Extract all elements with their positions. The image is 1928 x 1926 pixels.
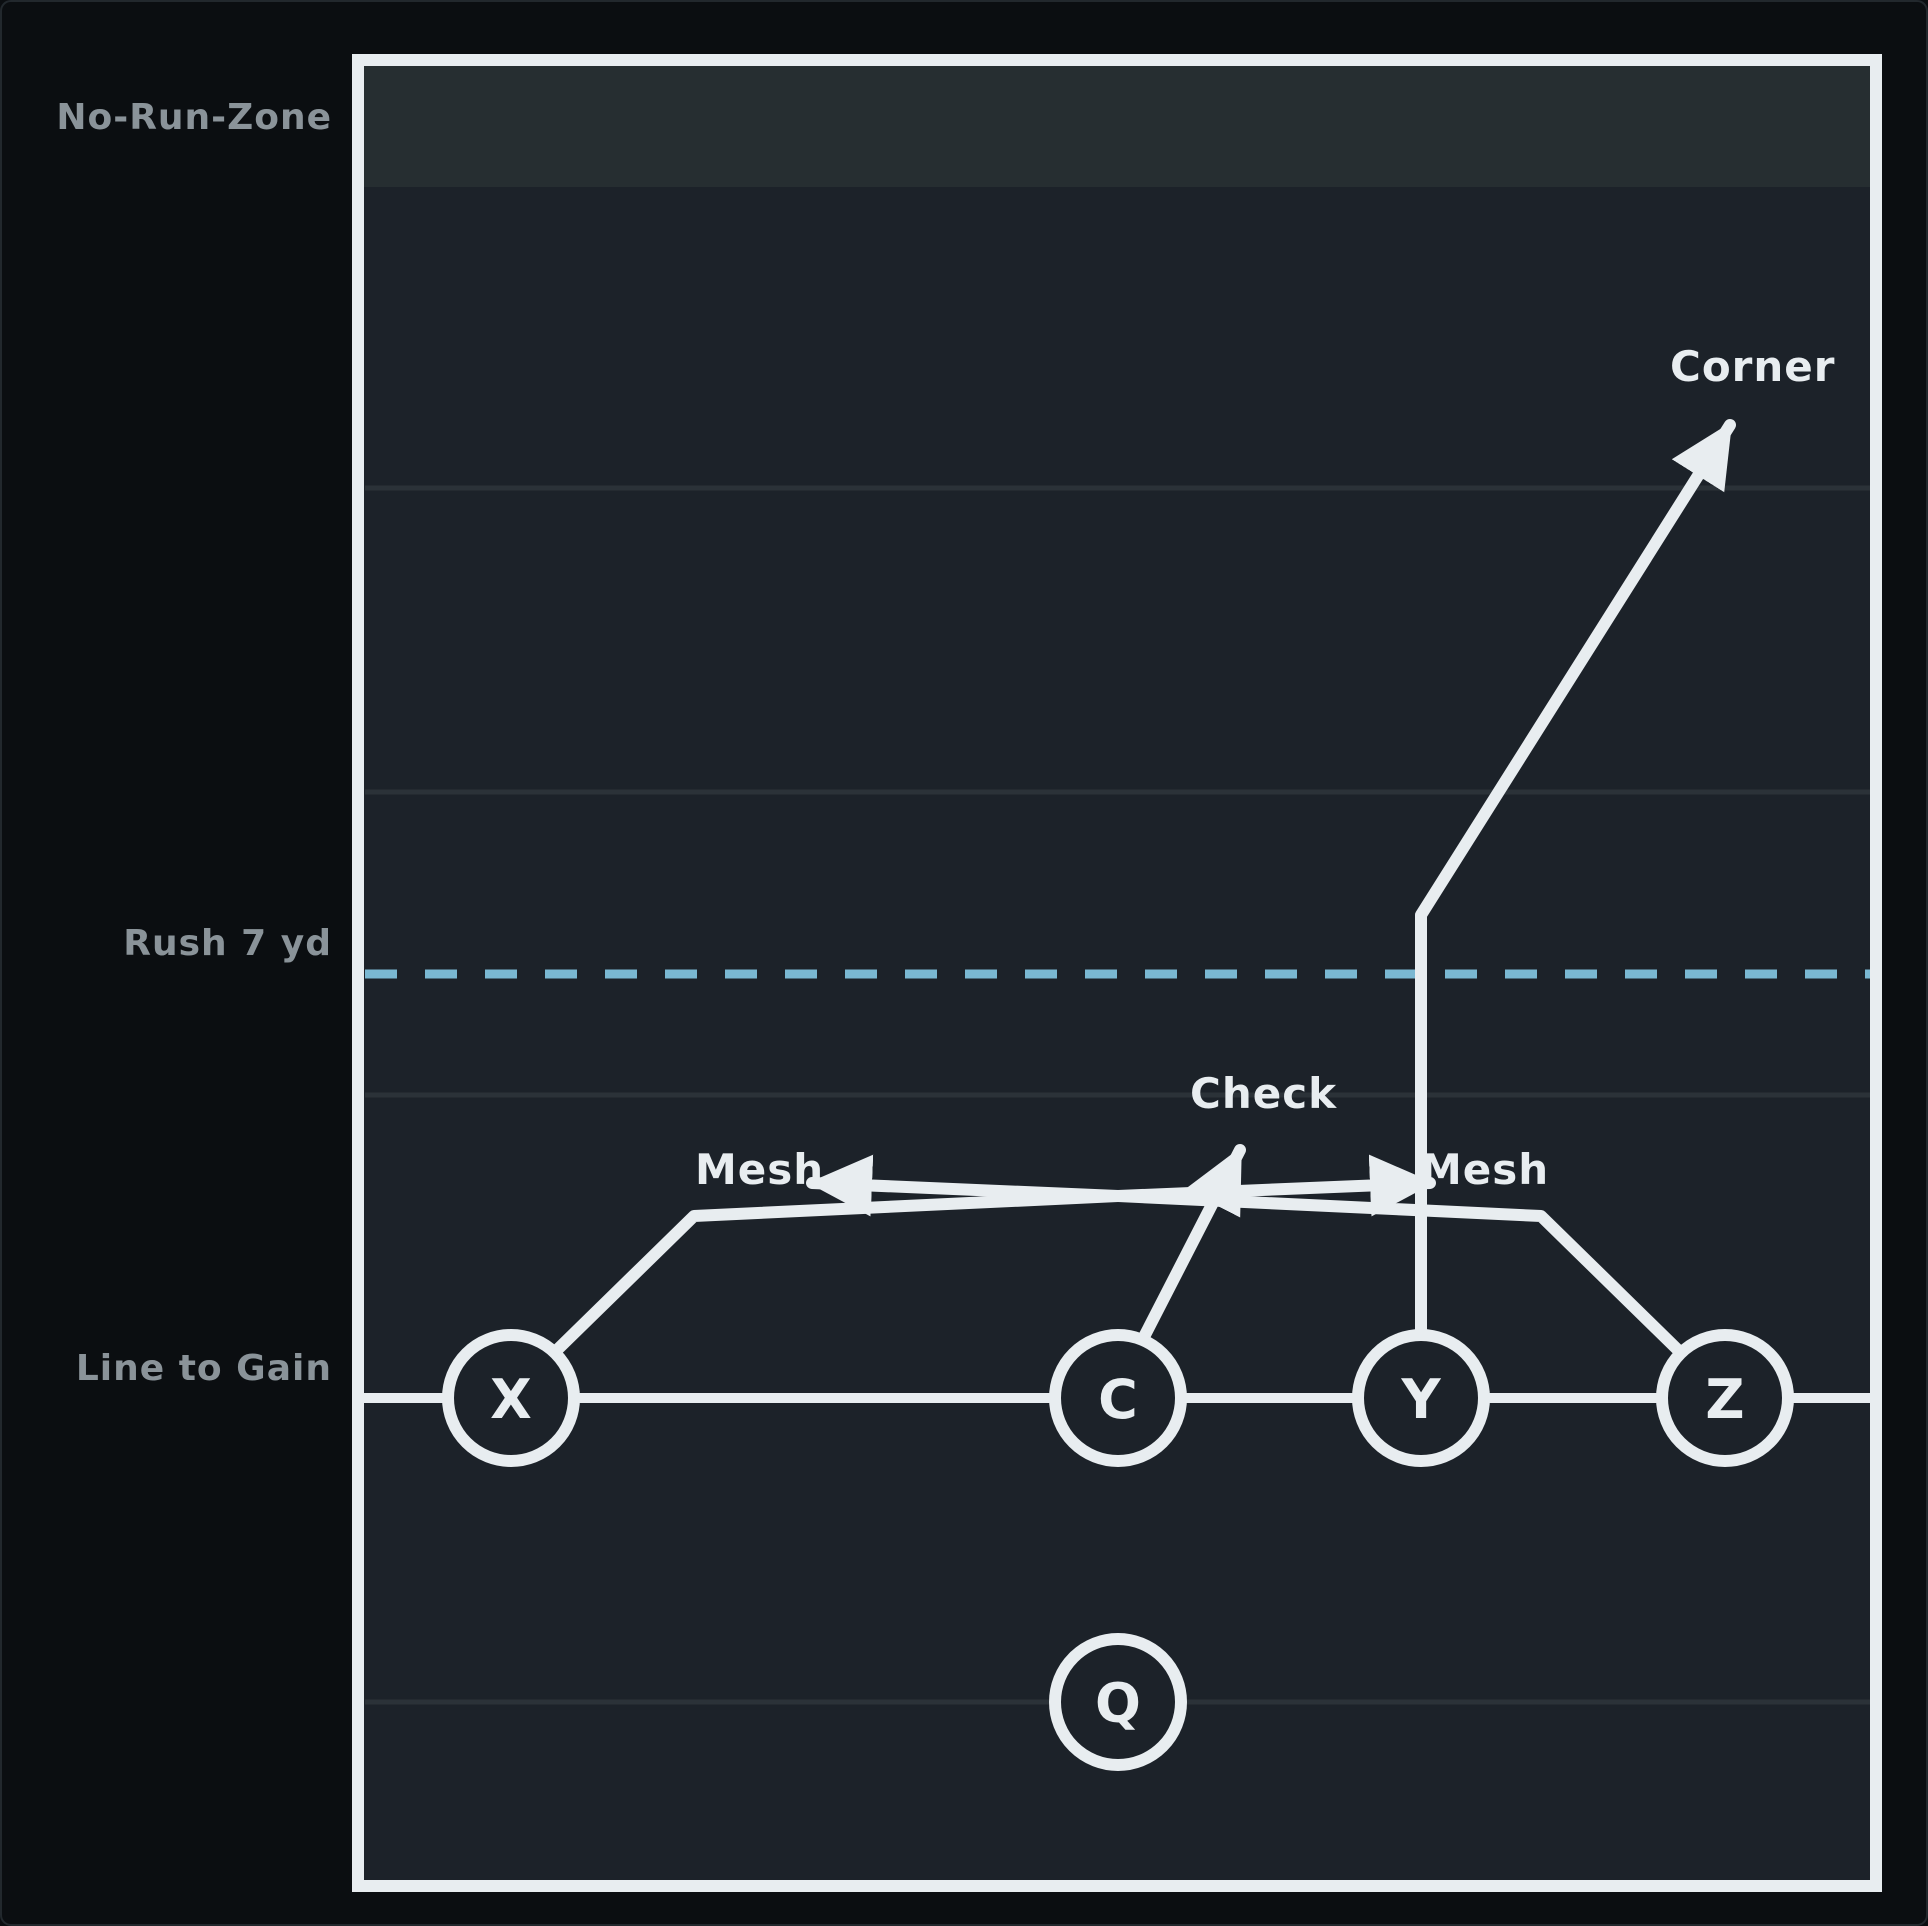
route-x-mesh [551, 1154, 1436, 1356]
no-run-zone [360, 62, 1876, 187]
no-run-zone-label: No-Run-Zone [56, 97, 332, 138]
line-to-gain-label: Line to Gain [76, 1348, 332, 1389]
player-marker [1049, 1329, 1187, 1467]
route-y-corner [1415, 419, 1736, 1337]
player-marker [1049, 1633, 1187, 1771]
player-label: X [490, 1368, 532, 1431]
route-c-check [1139, 1144, 1246, 1341]
player-marker [1656, 1329, 1794, 1467]
route-label-mesh-right: Mesh [1420, 1145, 1549, 1194]
route-label-mesh-left: Mesh [695, 1145, 824, 1194]
player-label: C [1098, 1368, 1138, 1431]
player-label: Z [1705, 1368, 1744, 1431]
route-label-check: Check [1190, 1069, 1337, 1118]
routes [551, 419, 1736, 1358]
player-c: C [1049, 1329, 1187, 1467]
player-marker [1352, 1329, 1490, 1467]
player-x: X [442, 1329, 580, 1467]
route-z-mesh [806, 1154, 1686, 1358]
player-label: Y [1400, 1368, 1441, 1431]
player-z: Z [1656, 1329, 1794, 1467]
player-label: Q [1095, 1672, 1141, 1735]
field-border [352, 54, 1882, 1892]
player-marker [442, 1329, 580, 1467]
rush-label: Rush 7 yd [123, 923, 332, 964]
player-y: Y [1352, 1329, 1490, 1467]
route-label-corner: Corner [1670, 342, 1836, 391]
player-q: Q [1049, 1633, 1187, 1771]
